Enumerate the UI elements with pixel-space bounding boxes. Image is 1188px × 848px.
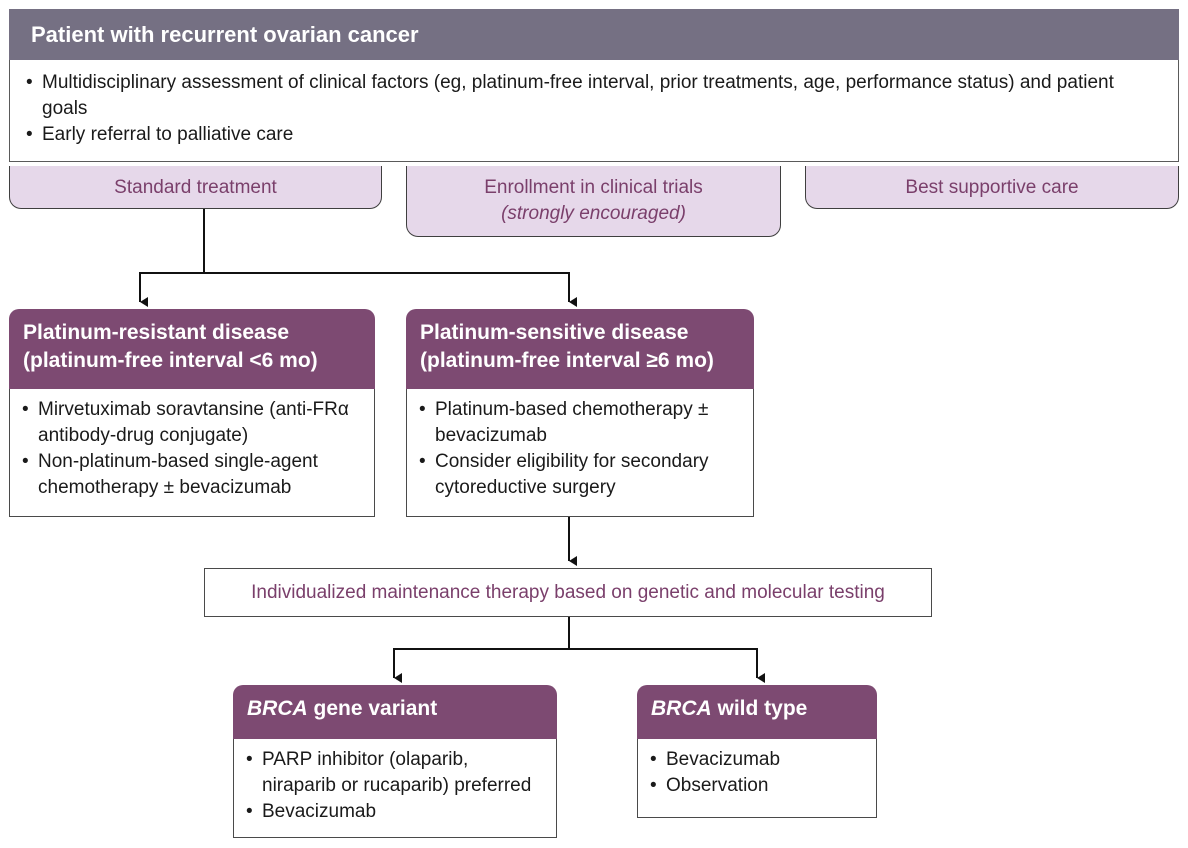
- list-item: • Consider eligibility for secondary cyt…: [419, 451, 709, 498]
- option-best-supportive-care: Best supportive care: [805, 166, 1179, 209]
- trials-note: (strongly encouraged): [501, 203, 686, 224]
- option-clinical-trials: Enrollment in clinical trials (strongly …: [406, 166, 781, 237]
- sensitive-disease-header: Platinum-sensitive disease (platinum-fre…: [406, 309, 754, 389]
- list-item: • Non-platinum-based single-agent chemot…: [22, 451, 318, 498]
- brca-variant-header: BRCA gene variant: [233, 685, 557, 739]
- list-item: • Multidisciplinary assessment of clinic…: [26, 72, 1114, 119]
- list-item: • Platinum-based chemotherapy ± bevacizu…: [419, 399, 709, 446]
- patient-header: Patient with recurrent ovarian cancer: [9, 9, 1179, 60]
- brca-wild-type-header: BRCA wild type: [637, 685, 877, 739]
- maintenance-therapy-box: Individualized maintenance therapy based…: [204, 568, 932, 617]
- option-standard-treatment: Standard treatment: [9, 166, 382, 209]
- brca-wild-type-body: • Bevacizumab • Observation: [637, 739, 877, 818]
- list-item: • PARP inhibitor (olaparib, niraparib or…: [246, 749, 532, 796]
- list-item: • Observation: [650, 775, 769, 796]
- list-item: • Bevacizumab: [246, 801, 377, 822]
- patient-title: Patient with recurrent ovarian cancer: [31, 22, 419, 47]
- sensitive-disease-body: • Platinum-based chemotherapy ± bevacizu…: [406, 389, 754, 517]
- list-item: • Early referral to palliative care: [26, 124, 294, 145]
- resistant-disease-header: Platinum-resistant disease (platinum-fre…: [9, 309, 375, 389]
- resistant-disease-body: • Mirvetuximab soravtansine (anti-FRα an…: [9, 389, 375, 517]
- list-item: • Bevacizumab: [650, 749, 781, 770]
- brca-variant-body: • PARP inhibitor (olaparib, niraparib or…: [233, 739, 557, 838]
- list-item: • Mirvetuximab soravtansine (anti-FRα an…: [22, 399, 349, 446]
- patient-assessment-box: • Multidisciplinary assessment of clinic…: [9, 60, 1179, 162]
